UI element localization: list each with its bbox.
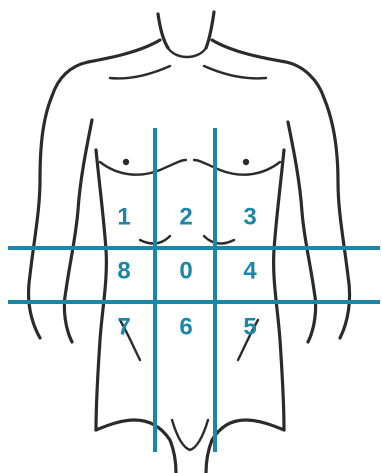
region-label-4: 4: [243, 257, 257, 284]
region-label-6: 6: [179, 313, 192, 340]
torso-outline: [28, 12, 349, 473]
region-label-7: 7: [117, 313, 130, 340]
region-label-5: 5: [243, 313, 256, 340]
region-label-0: 0: [179, 257, 192, 284]
region-label-8: 8: [117, 257, 130, 284]
region-label-2: 2: [179, 203, 192, 230]
region-label-1: 1: [117, 203, 130, 230]
region-labels: 1 2 3 8 0 4 7 6 5: [117, 203, 257, 340]
region-label-3: 3: [243, 203, 256, 230]
grid-lines: [8, 128, 380, 452]
